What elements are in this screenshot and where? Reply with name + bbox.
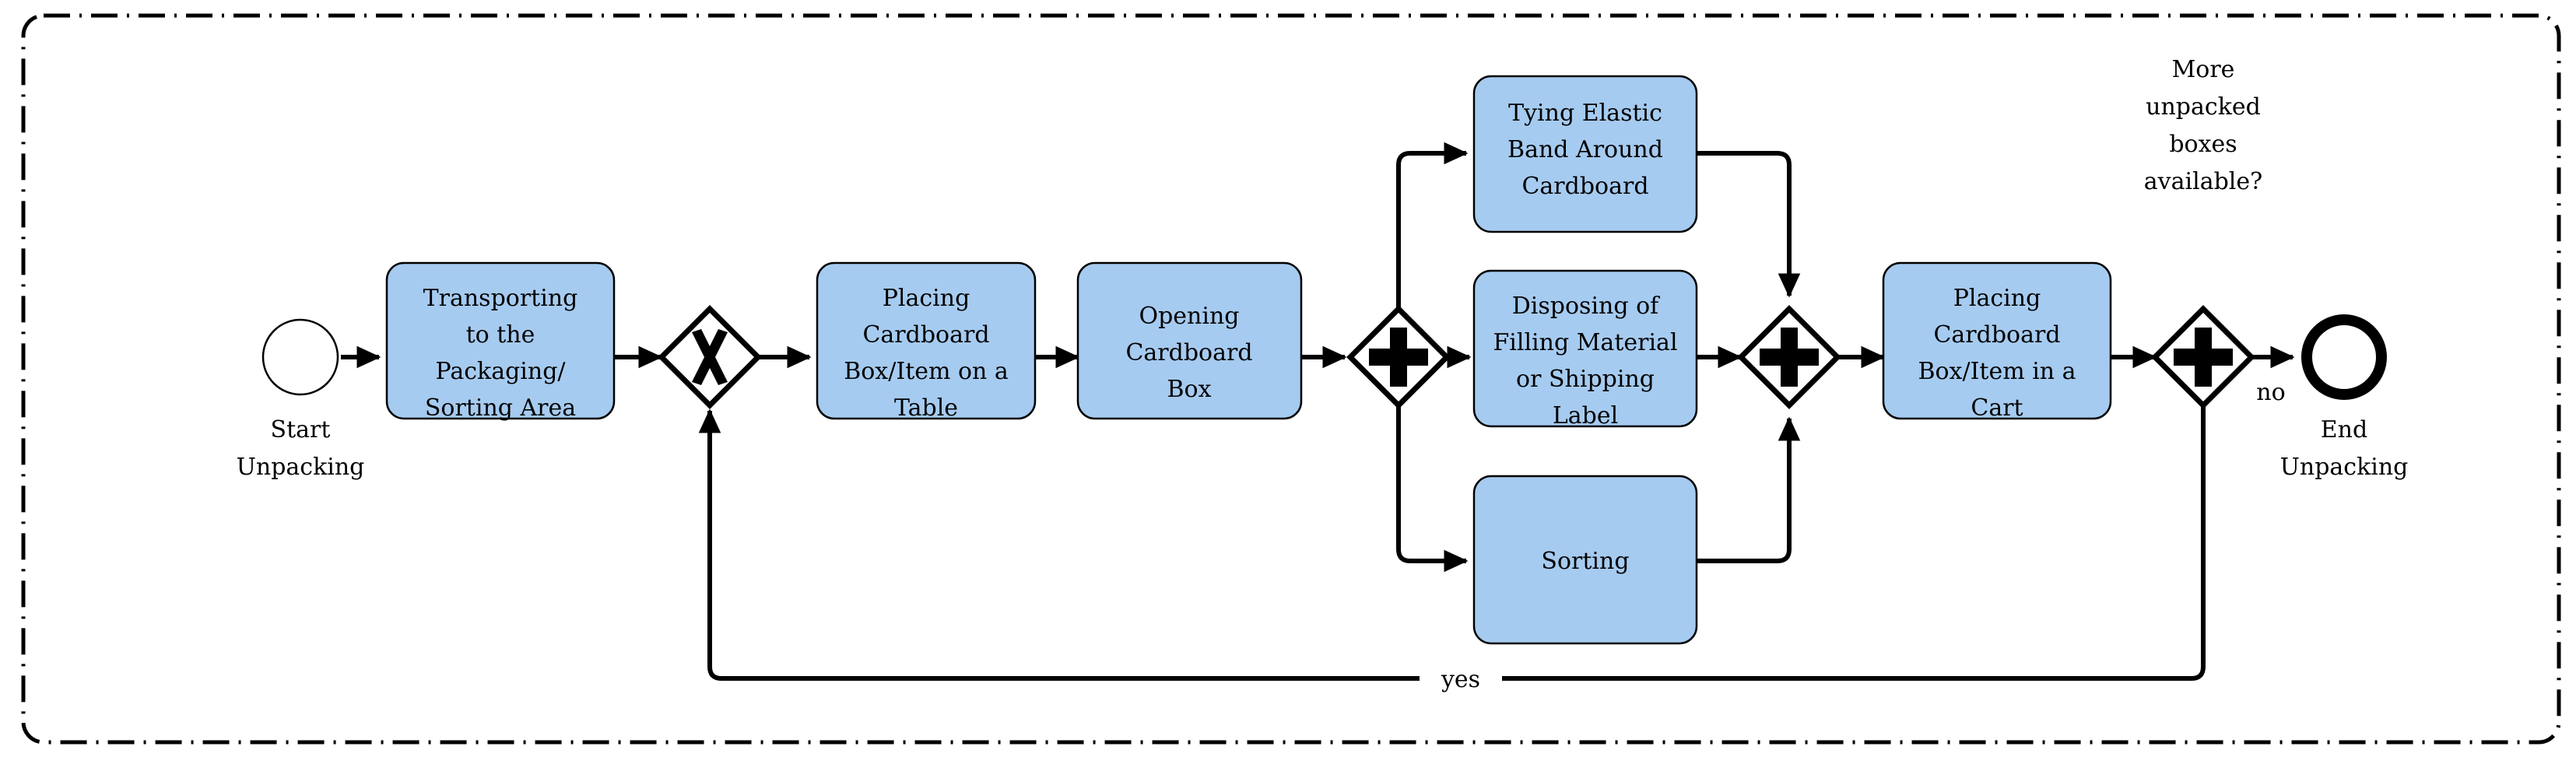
gateway-question-line4: available?: [2144, 168, 2262, 195]
flow-tying-to-join: [1697, 151, 1801, 298]
task-transporting-line3: Packaging/: [435, 358, 566, 385]
task-disposing-line2: Filling Material: [1493, 329, 1677, 356]
task-placing-cart-line1: Placing: [1953, 285, 2041, 312]
x-icon: [692, 329, 728, 385]
task-disposing-line1: Disposing of: [1512, 293, 1660, 320]
yes-label-backdrop: [1420, 663, 1502, 694]
task-placing-cart-line4: Cart: [1971, 394, 2023, 422]
task-transporting-line4: Sorting Area: [425, 394, 576, 422]
task-placing-table-line3: Box/Item on a: [844, 358, 1009, 385]
task-sorting[interactable]: [1472, 475, 1698, 645]
task-opening-box-line1: Opening: [1139, 303, 1240, 330]
task-placing-table-line4: Table: [894, 394, 958, 422]
task-tying-band-line1: Tying Elastic: [1508, 100, 1662, 127]
gateway-question-line2: unpacked: [2146, 93, 2261, 121]
task-placing-table-line1: Placing: [883, 285, 970, 312]
end-event-label-line1: End: [2321, 416, 2367, 443]
plus-icon: [1369, 328, 1428, 387]
task-transporting[interactable]: [385, 261, 616, 420]
plus-icon: [2174, 328, 2233, 387]
task-transporting-line2: to the: [466, 321, 535, 349]
task-disposing-line4: Label: [1553, 402, 1618, 429]
gateway-question-line3: boxes: [2169, 131, 2237, 158]
task-placing-cart-line2: Cardboard: [1933, 321, 2060, 349]
plus-icon: [1760, 328, 1819, 387]
flow-label-yes: yes: [1441, 666, 1480, 693]
flow-split-to-sorting: [1396, 405, 1469, 573]
task-placing-cart-line3: Box/Item in a: [1918, 358, 2076, 385]
task-opening-cardboard-box[interactable]: [1076, 261, 1303, 420]
task-disposing-filling-material[interactable]: [1472, 269, 1698, 428]
gateway-question-line1: More: [2172, 56, 2235, 83]
flow-split-to-tying: [1396, 142, 1469, 310]
task-transporting-line1: Transporting: [423, 285, 578, 312]
start-event-circle: [261, 318, 339, 396]
start-event-label-line2: Unpacking: [237, 454, 365, 481]
task-placing-cardboard-on-table[interactable]: [816, 261, 1037, 420]
task-opening-box-line3: Box: [1167, 376, 1211, 403]
flow-label-no: no: [2256, 379, 2285, 406]
flow-sorting-to-join: [1697, 416, 1801, 563]
task-placing-table-line2: Cardboard: [862, 321, 989, 349]
task-disposing-line3: or Shipping: [1516, 366, 1655, 393]
end-event-label-line2: Unpacking: [2280, 454, 2409, 481]
end-event-circle: [2301, 314, 2387, 400]
task-tying-elastic-band[interactable]: [1472, 75, 1698, 233]
task-tying-band-line3: Cardboard: [1521, 173, 1648, 200]
pool-border: [21, 13, 2561, 745]
flow-decision-loop-back-left: [1497, 405, 2206, 681]
start-event-label-line1: Start: [271, 416, 331, 443]
task-tying-band-line2: Band Around: [1507, 136, 1663, 163]
task-opening-box-line2: Cardboard: [1125, 339, 1252, 366]
flow-decision-loop-back-right: [698, 408, 1421, 681]
task-placing-cardboard-in-cart[interactable]: [1882, 261, 2112, 420]
task-sorting-line1: Sorting: [1541, 548, 1629, 575]
